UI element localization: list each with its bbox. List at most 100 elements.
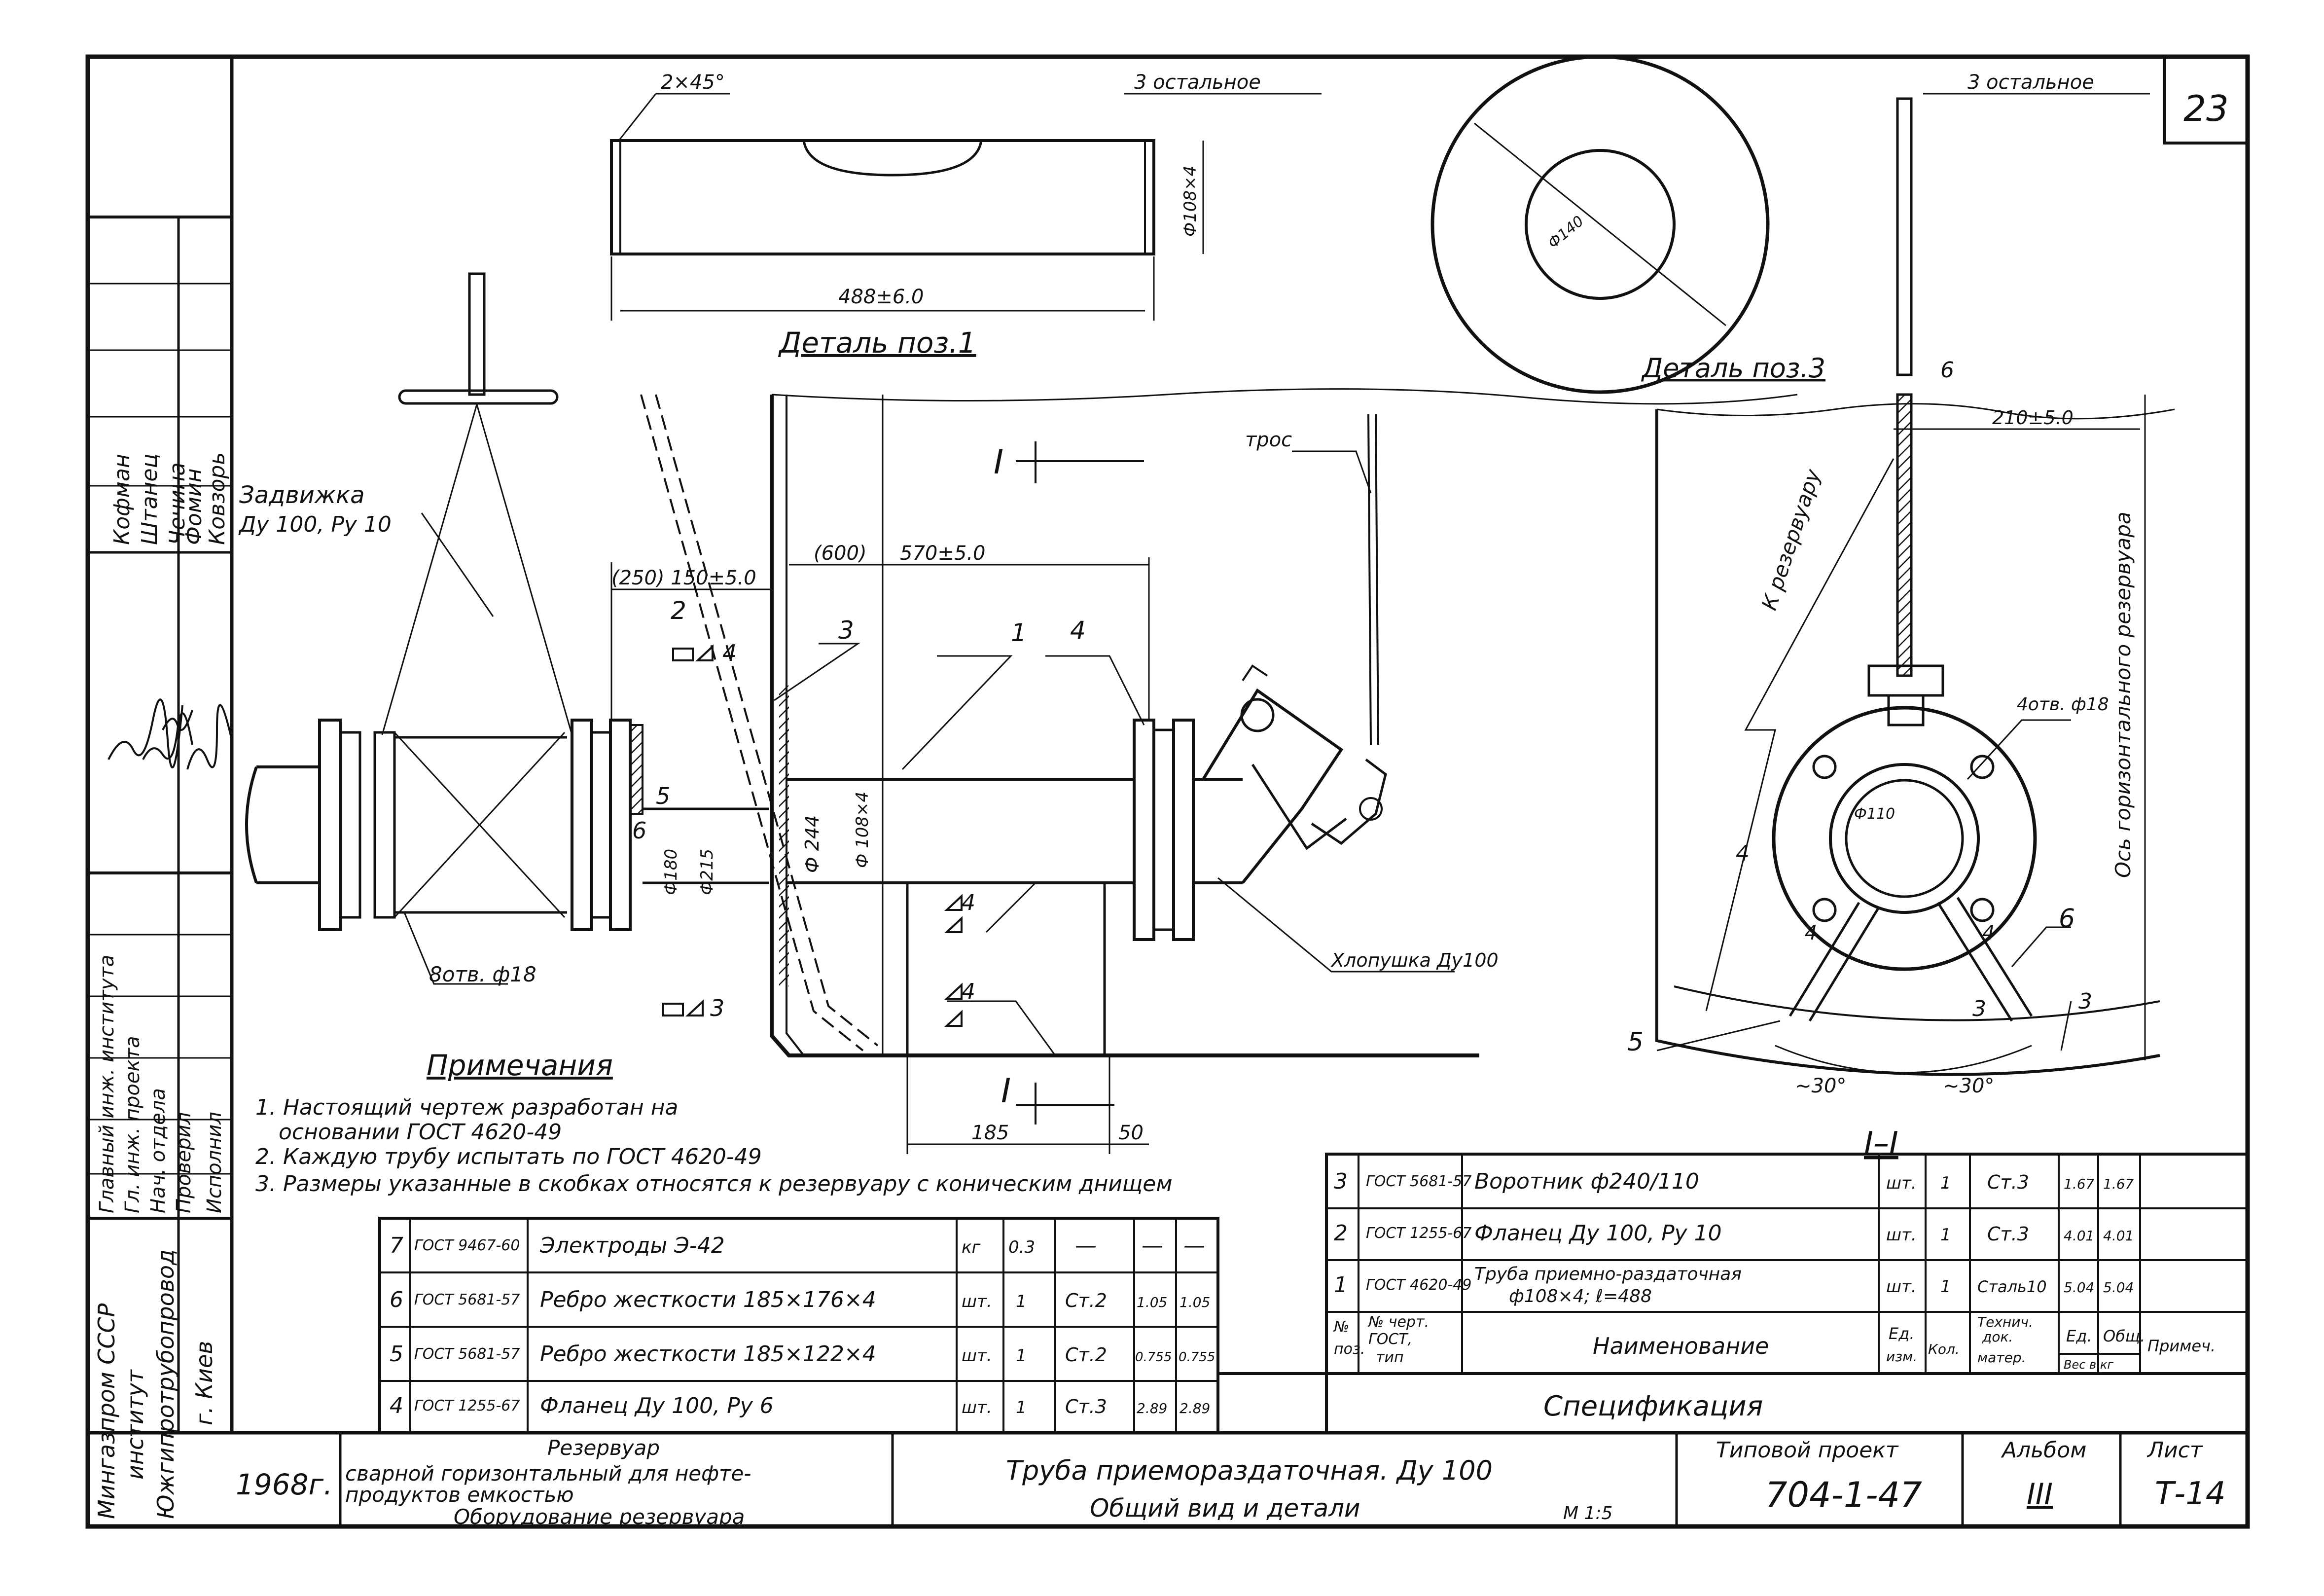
svg-text:2: 2 <box>671 596 686 625</box>
svg-text:4.01: 4.01 <box>2103 1228 2134 1244</box>
svg-text:3: 3 <box>710 995 724 1021</box>
svg-text:ГОСТ,: ГОСТ, <box>1368 1331 1412 1348</box>
svg-text:Вес в кг: Вес в кг <box>2064 1358 2113 1372</box>
svg-text:4.01: 4.01 <box>2064 1228 2094 1244</box>
spec-right-rows: 3 ГОСТ 5681-57 Воротник ф240/110 шт. 1 С… <box>1334 1169 2134 1306</box>
svg-text:5: 5 <box>656 783 670 809</box>
svg-text:Гл. инж. проекта: Гл. инж. проекта <box>121 1036 144 1214</box>
svg-text:1.05: 1.05 <box>1180 1294 1210 1310</box>
svg-text:3: 3 <box>2078 989 2092 1014</box>
svg-text:Проверил: Проверил <box>173 1112 195 1213</box>
svg-text:0.755: 0.755 <box>1135 1350 1172 1365</box>
svg-text:III: III <box>2027 1477 2053 1512</box>
svg-text:Наименование: Наименование <box>1593 1333 1769 1359</box>
svg-text:шт.: шт. <box>962 1292 992 1311</box>
svg-text:4: 4 <box>1070 616 1086 645</box>
svg-text:1. Настоящий чертеж разработан: 1. Настоящий чертеж разработан на <box>255 1095 678 1120</box>
detail3-diameter: Ф140 <box>1545 213 1587 252</box>
left-strip-roles: Главный инж. института Гл. инж. проекта … <box>96 955 226 1213</box>
svg-text:—: — <box>1183 1233 1205 1258</box>
detail1-length: 488±6.0 <box>838 286 924 308</box>
svg-text:Воротник ф240/110: Воротник ф240/110 <box>1474 1169 1699 1194</box>
detail1-finish: 3 остальное <box>1134 71 1261 94</box>
svg-text:Ф215: Ф215 <box>697 849 717 895</box>
svg-text:поз.: поз. <box>1334 1341 1365 1358</box>
detail-pos3-washer <box>1430 55 2150 394</box>
title-block <box>339 1433 2122 1526</box>
svg-text:Ф180: Ф180 <box>661 849 681 895</box>
main-view-labels: Задвижка Ду 100, Ру 10 8отв. ф18 (250) 1… <box>238 429 1499 1144</box>
svg-text:2. Каждую трубу испытать по ГО: 2. Каждую трубу испытать по ГОСТ 4620-49 <box>255 1144 762 1169</box>
svg-text:1: 1 <box>1940 1277 1951 1297</box>
svg-text:Фланец Ду 100, Ру 10: Фланец Ду 100, Ру 10 <box>1474 1221 1722 1246</box>
svg-text:институт: институт <box>122 1369 148 1480</box>
svg-text:4: 4 <box>962 979 975 1004</box>
svg-text:Примечания: Примечания <box>427 1049 613 1082</box>
svg-text:4: 4 <box>390 1393 403 1418</box>
svg-text:Ф110: Ф110 <box>1854 805 1895 823</box>
svg-text:2: 2 <box>1334 1221 1348 1246</box>
svg-text:матер.: матер. <box>1977 1349 2026 1366</box>
svg-text:4: 4 <box>1982 922 1995 944</box>
section-view <box>1655 393 2175 1076</box>
svg-text:кг: кг <box>962 1237 981 1257</box>
svg-text:4: 4 <box>1736 841 1750 866</box>
svg-text:210±5.0: 210±5.0 <box>1992 407 2074 429</box>
svg-text:Оборудование резервуара: Оборудование резервуара <box>454 1505 745 1529</box>
svg-text:1968г.: 1968г. <box>236 1468 333 1501</box>
svg-text:~30°: ~30° <box>1943 1075 1994 1097</box>
svg-text:Типовой проект: Типовой проект <box>1716 1438 1899 1463</box>
svg-text:М 1:5: М 1:5 <box>1563 1503 1612 1523</box>
svg-text:Ось горизонтального резервуара: Ось горизонтального резервуара <box>2111 511 2135 878</box>
svg-text:6: 6 <box>390 1287 403 1312</box>
spec-table-right <box>1218 1153 2249 1433</box>
svg-text:№: № <box>1333 1318 1349 1336</box>
svg-text:Ребро жесткости 185×176×4: Ребро жесткости 185×176×4 <box>540 1287 876 1312</box>
svg-text:4отв. ф18: 4отв. ф18 <box>2017 694 2109 715</box>
detail1-title: Деталь поз.1 <box>778 326 976 360</box>
svg-text:I–I: I–I <box>1864 1125 1898 1162</box>
svg-text:3: 3 <box>838 616 854 645</box>
svg-text:Примеч.: Примеч. <box>2147 1337 2216 1355</box>
svg-text:Хлопушка Ду100: Хлопушка Ду100 <box>1330 949 1499 971</box>
svg-text:6: 6 <box>2059 904 2075 934</box>
svg-text:Ед.: Ед. <box>1889 1324 1915 1343</box>
svg-text:Кофман: Кофман <box>109 454 135 545</box>
svg-text:Южгипротрубопровод: Южгипротрубопровод <box>152 1249 179 1519</box>
detail3-title: Деталь поз.3 <box>1641 353 1825 384</box>
svg-text:Общий вид и детали: Общий вид и детали <box>1090 1494 1360 1523</box>
svg-text:ГОСТ 1255-67: ГОСТ 1255-67 <box>1366 1225 1471 1242</box>
signatures <box>107 698 233 770</box>
svg-text:570±5.0: 570±5.0 <box>900 542 985 565</box>
svg-text:1: 1 <box>1940 1173 1951 1193</box>
svg-text:Общ.: Общ. <box>2103 1327 2145 1345</box>
svg-text:Труба приемораздаточная. Ду 10: Труба приемораздаточная. Ду 100 <box>1006 1455 1493 1486</box>
svg-text:Труба приемно-раздаточная: Труба приемно-раздаточная <box>1474 1264 1742 1284</box>
svg-text:1.67: 1.67 <box>2103 1176 2134 1192</box>
svg-text:Сталь10: Сталь10 <box>1977 1277 2047 1296</box>
svg-text:1: 1 <box>1016 1346 1027 1366</box>
detail1-diameter: Ф108×4 <box>1180 166 1200 237</box>
svg-text:ГОСТ 9467-60: ГОСТ 9467-60 <box>414 1237 520 1254</box>
svg-text:3. Размеры указанные в скобках: 3. Размеры указанные в скобках относятся… <box>255 1171 1173 1197</box>
svg-text:1: 1 <box>1011 618 1027 647</box>
svg-text:док.: док. <box>1982 1329 2013 1345</box>
svg-text:Фланец Ду 100, Ру 6: Фланец Ду 100, Ру 6 <box>540 1393 774 1418</box>
svg-text:1: 1 <box>1334 1272 1348 1298</box>
svg-text:Главный инж. института: Главный инж. института <box>96 955 118 1213</box>
svg-text:Фомин: Фомин <box>181 469 207 545</box>
svg-text:—: — <box>1075 1233 1097 1258</box>
svg-text:1: 1 <box>1940 1225 1951 1245</box>
svg-text:0.755: 0.755 <box>1179 1350 1215 1365</box>
svg-text:7: 7 <box>390 1233 403 1258</box>
notes: Примечания 1. Настоящий чертеж разработа… <box>255 1049 1173 1197</box>
svg-text:5.04: 5.04 <box>2064 1279 2094 1296</box>
sheet-number: 23 <box>2183 88 2229 129</box>
svg-text:185: 185 <box>971 1122 1009 1144</box>
svg-text:1.67: 1.67 <box>2064 1176 2095 1192</box>
svg-text:Мингазпром СССР: Мингазпром СССР <box>93 1303 120 1519</box>
svg-text:ГОСТ 4620-49: ГОСТ 4620-49 <box>1366 1276 1471 1294</box>
svg-text:шт.: шт. <box>1886 1277 1917 1297</box>
svg-text:I: I <box>1001 1072 1011 1111</box>
svg-text:5: 5 <box>390 1342 403 1367</box>
